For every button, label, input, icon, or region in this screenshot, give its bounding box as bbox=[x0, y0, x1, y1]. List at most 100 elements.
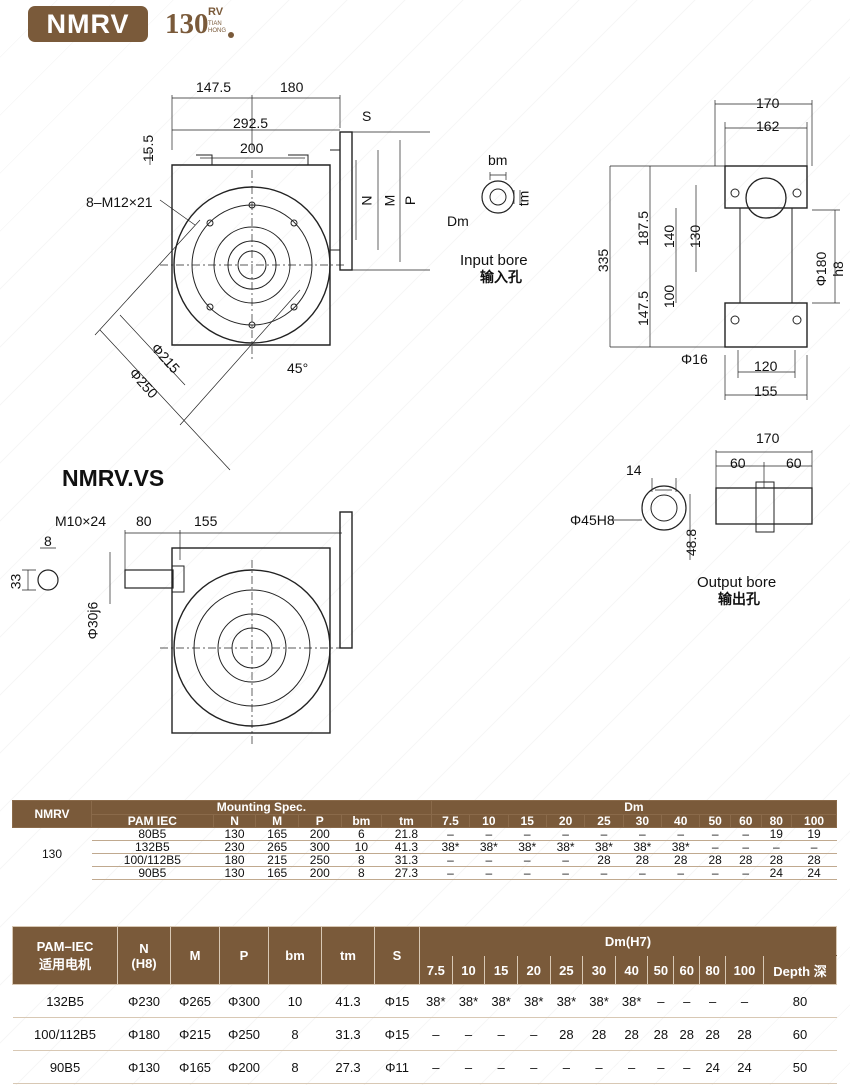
table-cell: 8 bbox=[268, 1017, 322, 1051]
dim-p: P bbox=[402, 195, 419, 206]
table-cell: 38* bbox=[484, 984, 518, 1018]
t1-col-tm: tm bbox=[381, 813, 432, 828]
vs-dim-phi-30j6: Φ30j6 bbox=[84, 601, 101, 640]
table-cell: – bbox=[508, 827, 547, 841]
input-bore-label-en: Input bore bbox=[460, 252, 528, 269]
table-cell: – bbox=[725, 984, 764, 1018]
t2-header-tm: tm bbox=[321, 926, 375, 985]
table-cell: 132B5 bbox=[91, 840, 214, 854]
table-cell: 38* bbox=[508, 840, 547, 854]
t2-header-bm: bm bbox=[268, 926, 322, 985]
table-cell: 50 bbox=[763, 1050, 837, 1084]
table-cell: – bbox=[730, 866, 762, 880]
t1-dm-15: 15 bbox=[507, 813, 547, 828]
table-cell: 24 bbox=[791, 866, 837, 880]
side-dim-335: 335 bbox=[595, 248, 612, 273]
table-cell: 130 bbox=[213, 827, 256, 841]
t2-dm-30: 30 bbox=[582, 955, 616, 985]
table-cell: 28 bbox=[582, 1017, 616, 1051]
table-cell: 31.3 bbox=[381, 853, 432, 867]
logo-dot bbox=[228, 32, 234, 38]
table-cell: – bbox=[419, 1017, 453, 1051]
table-cell: 38* bbox=[546, 840, 585, 854]
table-cell: – bbox=[550, 1050, 583, 1084]
table-cell: 38* bbox=[623, 840, 662, 854]
table-cell: – bbox=[647, 984, 674, 1018]
flange-dm-table: PAM–IEC 适用电机 N (H8) M P bm tm S Dm(H7) 7… bbox=[12, 926, 837, 1084]
table-cell: – bbox=[699, 840, 731, 854]
logo-sub-2: HONG bbox=[208, 28, 226, 34]
t2-dm-25: 25 bbox=[549, 955, 584, 985]
table-cell: – bbox=[508, 866, 547, 880]
table-cell: – bbox=[452, 1050, 485, 1084]
t1-header-dm: Dm bbox=[430, 800, 838, 815]
table-cell: 28 bbox=[584, 853, 624, 867]
t1-dm-80: 80 bbox=[760, 813, 793, 828]
table-cell: Φ15 bbox=[374, 984, 420, 1018]
table-cell: – bbox=[673, 984, 700, 1018]
t2-dm-15: 15 bbox=[484, 955, 518, 985]
table-row: 132B5 230 265 300 10 41.3 38* 38* 38* 38… bbox=[13, 840, 837, 854]
table-cell: 31.3 bbox=[321, 1017, 375, 1051]
table-cell: 41.3 bbox=[321, 984, 375, 1018]
dim-n: N bbox=[358, 195, 375, 206]
table-row: 90B5 Φ130 Φ165 Φ200 8 27.3 Φ11 – – – – –… bbox=[12, 1050, 837, 1084]
table-cell: – bbox=[761, 840, 792, 854]
vs-dim-80: 80 bbox=[136, 513, 152, 529]
table-cell: 28 bbox=[647, 1017, 674, 1051]
table-cell: 200 bbox=[298, 866, 342, 880]
t2-dm-80: 80 bbox=[699, 955, 727, 985]
input-bore-drawing bbox=[481, 172, 521, 214]
table-cell: Φ250 bbox=[219, 1017, 269, 1051]
table-cell: 24 bbox=[699, 1050, 726, 1084]
table-cell: – bbox=[791, 840, 837, 854]
t1-col-n: N bbox=[212, 813, 257, 828]
table-cell: – bbox=[582, 1050, 616, 1084]
t1-col-p: P bbox=[297, 813, 342, 828]
t1-dm-40: 40 bbox=[661, 813, 701, 828]
table-cell: 38* bbox=[615, 984, 648, 1018]
table-cell: 100/112B5 bbox=[91, 853, 214, 867]
table-cell: 41.3 bbox=[381, 840, 432, 854]
side-dim-phi-180: Φ180 h8 bbox=[813, 251, 846, 287]
t2-dm-10: 10 bbox=[451, 955, 486, 985]
table-cell: – bbox=[431, 827, 470, 841]
t1-header-nmrv: NMRV bbox=[12, 800, 92, 828]
table-cell: 215 bbox=[255, 853, 299, 867]
t1-header-mounting: Mounting Spec. bbox=[91, 800, 432, 815]
table-cell: 28 bbox=[550, 1017, 583, 1051]
table-cell: – bbox=[699, 827, 731, 841]
t2-depth: Depth 深 bbox=[763, 955, 837, 985]
side-dim-130: 130 bbox=[687, 224, 704, 249]
t2-header-m: M bbox=[170, 926, 220, 985]
dim-147-5: 147.5 bbox=[196, 79, 232, 95]
table-cell: Φ300 bbox=[219, 984, 269, 1018]
mounting-spec-table: NMRV Mounting Spec. Dm PAM IEC N M P bm … bbox=[12, 800, 838, 880]
t1-col-pam: PAM IEC bbox=[91, 813, 214, 828]
table-cell: 130 bbox=[213, 866, 256, 880]
table-cell: 28 bbox=[699, 1017, 726, 1051]
table-cell: 28 bbox=[699, 853, 731, 867]
table-cell: – bbox=[484, 1050, 518, 1084]
table-cell: 24 bbox=[725, 1050, 764, 1084]
t2-dm-40: 40 bbox=[614, 955, 649, 985]
input-bore-label-cn: 输入孔 bbox=[480, 269, 522, 285]
table-row: 132B5 Φ230 Φ265 Φ300 10 41.3 Φ15 38* 38*… bbox=[12, 984, 837, 1018]
out-dim-phi-45h8: Φ45H8 bbox=[570, 512, 615, 528]
vs-dim-33: 33 bbox=[7, 573, 24, 590]
table-cell: – bbox=[623, 866, 662, 880]
table-cell: 28 bbox=[623, 853, 662, 867]
table-cell: – bbox=[452, 1017, 485, 1051]
table-cell: Φ230 bbox=[117, 984, 171, 1018]
table-cell: – bbox=[546, 827, 585, 841]
table-cell: – bbox=[469, 866, 509, 880]
t2-header-p: P bbox=[219, 926, 269, 985]
side-dim-155: 155 bbox=[754, 383, 778, 399]
table-cell: 8 bbox=[268, 1050, 322, 1084]
vs-dim-8: 8 bbox=[44, 533, 52, 549]
t2-header-pam: PAM–IEC 适用电机 bbox=[12, 926, 118, 985]
table-cell: – bbox=[508, 853, 547, 867]
table-cell: 28 bbox=[730, 853, 762, 867]
table-cell: 265 bbox=[255, 840, 299, 854]
table-cell: 38* bbox=[419, 984, 453, 1018]
